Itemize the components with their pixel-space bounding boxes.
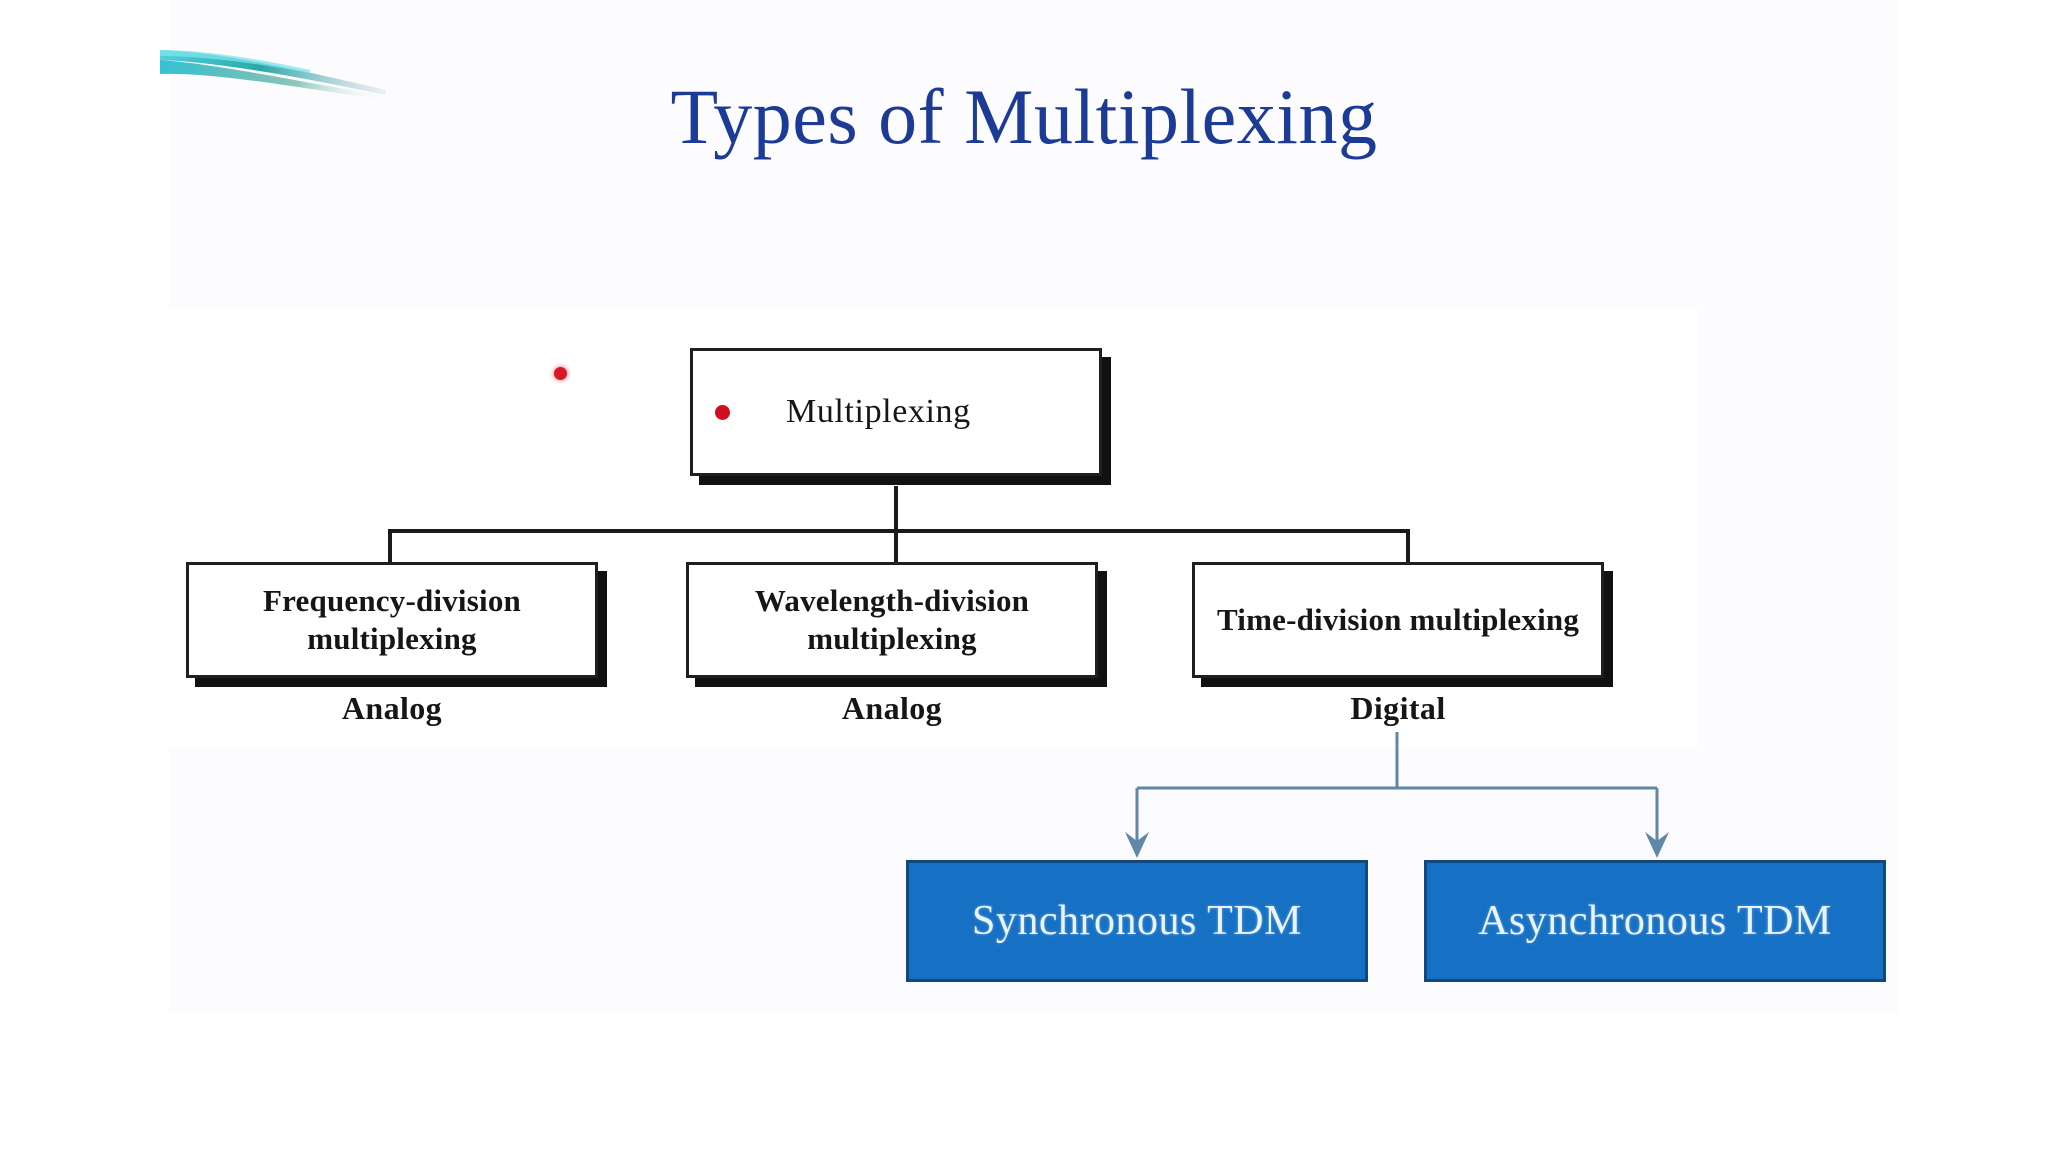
node-time-division-multiplexing[interactable]: Time-division multiplexing	[1192, 562, 1604, 678]
node-asynchronous-tdm-label: Asynchronous TDM	[1478, 898, 1832, 944]
page-title: Types of Multiplexing	[670, 73, 1378, 160]
red-bullet-dot-icon	[715, 404, 730, 420]
node-fdm-label: Frequency-division multiplexing	[263, 583, 521, 656]
node-multiplexing-label: Multiplexing	[786, 393, 971, 431]
node-synchronous-tdm[interactable]: Synchronous TDM	[906, 860, 1368, 982]
caption-tdm: Digital	[1350, 690, 1446, 726]
connector-drop-right	[1406, 529, 1410, 565]
connector-horizontal-bar	[388, 529, 1410, 533]
node-asynchronous-tdm[interactable]: Asynchronous TDM	[1424, 860, 1886, 982]
node-wavelength-division-multiplexing[interactable]: Wavelength-division multiplexing	[686, 562, 1098, 678]
node-tdm-label: Time-division multiplexing	[1216, 602, 1580, 638]
caption-fdm: Analog	[341, 690, 443, 726]
caption-wdm: Analog	[841, 690, 943, 726]
node-synchronous-tdm-label: Synchronous TDM	[972, 898, 1302, 944]
node-wdm-label: Wavelength-division multiplexing	[754, 583, 1030, 656]
node-multiplexing[interactable]: Multiplexing	[690, 348, 1102, 476]
red-laser-pointer-dot-icon	[554, 367, 567, 380]
connector-drop-left	[388, 529, 392, 565]
node-frequency-division-multiplexing[interactable]: Frequency-division multiplexing	[186, 562, 598, 678]
connector-drop-center	[894, 529, 898, 565]
